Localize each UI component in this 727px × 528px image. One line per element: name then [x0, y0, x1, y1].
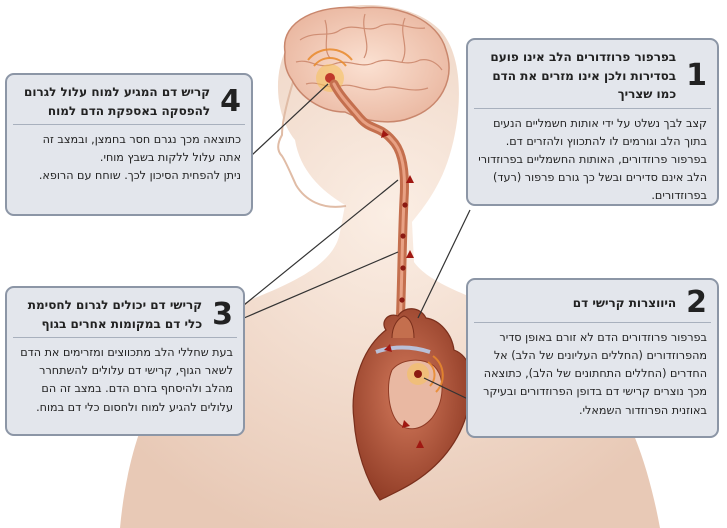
face-profile — [277, 59, 347, 208]
callout-number-4: 4 — [220, 83, 241, 119]
callout-box-1: 1 בפרפור פרוזדורים הלב אינו פועם בסדירות… — [466, 38, 719, 206]
callout-body-4: כתוצאה מכך נגרם חסר בחמצן, ובמצב זה אתה … — [13, 124, 245, 189]
brain-folds — [295, 13, 443, 91]
heart-clot-waves — [427, 355, 444, 393]
heart-inner-chamber — [388, 359, 443, 430]
callout-box-4: 4 קריש דם המגיע למוח עלול לגרום להפסקה ב… — [5, 73, 253, 216]
callout-title-1: בפרפור פרוזדורים הלב אינו פועם בסדירות ו… — [490, 50, 677, 102]
callout-number-2: 2 — [686, 285, 707, 320]
callout-title-2: היווצרות קרישי דם — [572, 295, 677, 310]
brain-clot-waves — [307, 48, 353, 67]
callout-title-3: קרישי דם יכולים לגרום לחסימת כלי דם במקו… — [27, 298, 203, 331]
heart-flow-arrows — [384, 344, 424, 448]
callout-box-3: 3 קרישי דם יכולים לגרום לחסימת כלי דם במ… — [5, 286, 245, 436]
blood-clots-in-artery — [399, 202, 408, 303]
heart-clot — [414, 370, 422, 378]
callout-body-3: בעת שחללי הלב מתכווצים ומזרימים את הדם ל… — [13, 337, 237, 421]
callout-title-4: קריש דם המגיע למוח עלול לגרום להפסקה באס… — [24, 85, 211, 118]
callout-box-2: 2 היווצרות קרישי דם בפרפור פרוזדורים הדם… — [466, 278, 719, 438]
callout-number-3: 3 — [212, 296, 233, 332]
flow-arrows — [381, 130, 414, 258]
aorta — [391, 315, 415, 339]
leader-lines — [243, 83, 471, 401]
callout-number-1: 1 — [686, 57, 707, 93]
callout-body-2: בפרפור פרוזדורים הדם לא זורם באופן סדיר … — [474, 322, 711, 424]
callout-body-1: קצב לבך נשלט על ידי אותות חשמליים הנעים … — [474, 107, 711, 210]
